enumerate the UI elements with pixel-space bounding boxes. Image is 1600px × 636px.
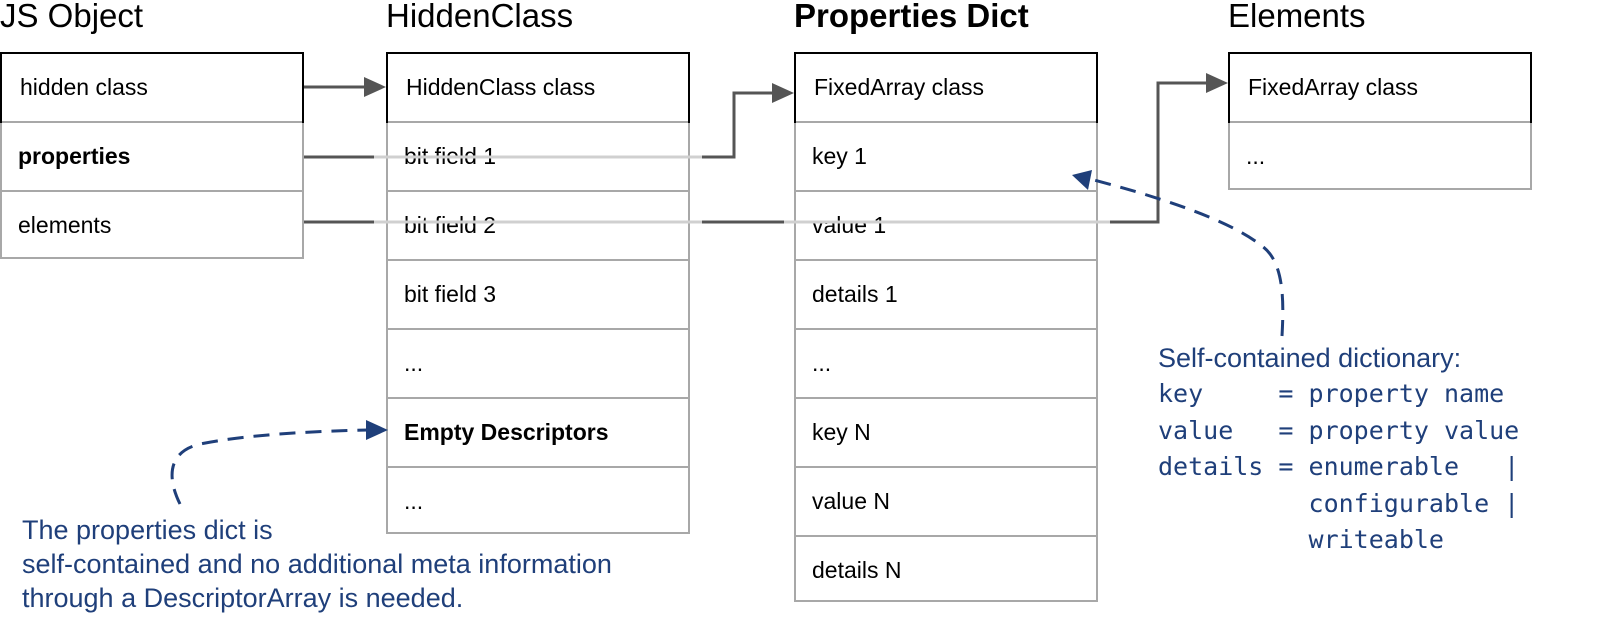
note-right-line-4: configurable | [1158, 488, 1520, 518]
note-left-line-1: The properties dict is [22, 515, 273, 545]
elements-box: FixedArray class ... [1228, 52, 1532, 190]
hidden-class-row-bit-field-2: bit field 2 [388, 190, 688, 259]
note-left-line-3: through a DescriptorArray is needed. [22, 583, 464, 613]
hidden-class-row-bit-field-3: bit field 3 [388, 259, 688, 328]
elements-title: Elements [1228, 0, 1366, 34]
properties-dict-box: FixedArray class key 1 value 1 details 1… [794, 52, 1098, 602]
properties-dict-row-value-n: value N [796, 466, 1096, 535]
note-right-line-1: key = property name [1158, 379, 1505, 408]
hidden-class-row-ellipsis-1: ... [388, 328, 688, 397]
note-right-heading: Self-contained dictionary: [1158, 343, 1462, 373]
note-right-line-5: writeable [1158, 525, 1444, 554]
properties-dict-row-ellipsis: ... [796, 328, 1096, 397]
hidden-class-row-ellipsis-2: ... [388, 466, 688, 535]
properties-dict-row-key-1: key 1 [796, 121, 1096, 190]
note-left-line-2: self-contained and no additional meta in… [22, 549, 612, 579]
properties-dict-row-value-1: value 1 [796, 190, 1096, 259]
hidden-class-box: HiddenClass class bit field 1 bit field … [386, 52, 690, 534]
js-object-title: JS Object [0, 0, 144, 34]
js-object-row-hidden-class: hidden class [0, 52, 304, 123]
note-self-contained-dictionary: Self-contained dictionary: key = propert… [1158, 340, 1519, 559]
properties-dict-row-details-n: details N [796, 535, 1096, 604]
properties-dict-row-class: FixedArray class [794, 52, 1098, 123]
hidden-class-row-empty-descriptors: Empty Descriptors [388, 397, 688, 466]
js-object-box: hidden class properties elements [0, 52, 304, 259]
annotation-arrow-right [1072, 170, 1285, 337]
elements-row-class: FixedArray class [1228, 52, 1532, 123]
annotation-arrow-left [170, 420, 388, 505]
elements-row-ellipsis: ... [1230, 121, 1530, 190]
note-properties-dict: The properties dict is self-contained an… [22, 513, 612, 615]
js-object-row-elements: elements [2, 190, 302, 259]
properties-dict-title: Properties Dict [794, 0, 1029, 34]
hidden-class-row-bit-field-1: bit field 1 [388, 121, 688, 190]
properties-dict-row-details-1: details 1 [796, 259, 1096, 328]
js-object-row-properties: properties [2, 121, 302, 190]
connector-hidden-class [304, 77, 386, 97]
hidden-class-title: HiddenClass [386, 0, 574, 34]
note-right-line-3: details = enumerable | [1158, 452, 1520, 481]
hidden-class-row-class: HiddenClass class [386, 52, 690, 123]
note-right-line-2: value = property value [1158, 415, 1520, 445]
properties-dict-row-key-n: key N [796, 397, 1096, 466]
